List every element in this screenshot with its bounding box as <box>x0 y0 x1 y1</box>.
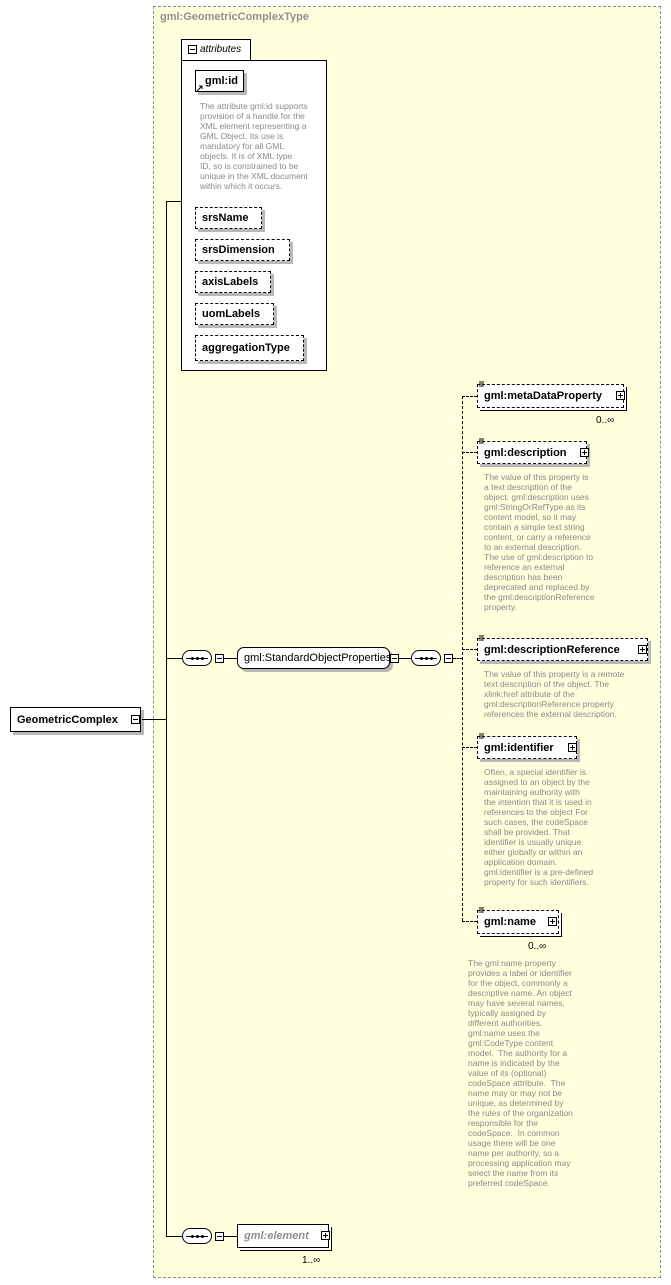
attribute-uomlabels[interactable]: uomLabels <box>195 303 274 325</box>
element-name[interactable]: gml:name <box>477 910 559 934</box>
attributes-collapse-icon[interactable] <box>188 45 197 54</box>
complex-type-title: gml:GeometricComplexType <box>160 11 309 23</box>
expand-icon[interactable] <box>580 448 589 457</box>
sequence-collapse-icon[interactable] <box>215 654 224 663</box>
connector-line <box>224 658 238 659</box>
occurrence-label: 0..∞ <box>528 941 547 952</box>
attribute-label: srsName <box>202 212 249 224</box>
attribute-label: axisLabels <box>202 276 259 288</box>
element-label: gml:element <box>244 1230 309 1242</box>
attribute-aggregationtype[interactable]: aggregationType <box>195 335 304 361</box>
attribute-label: gml:id <box>205 75 238 87</box>
attributes-tab-label: attributes <box>200 44 242 55</box>
connector-line <box>462 747 477 748</box>
expand-icon[interactable] <box>616 391 625 400</box>
group-standard-object-properties[interactable]: gml:StandardObjectProperties <box>237 647 392 669</box>
group-collapse-icon[interactable] <box>390 654 399 663</box>
sequence-compositor-icon <box>182 1228 212 1244</box>
sequence-compositor-icon <box>182 650 212 666</box>
element-descriptionreference[interactable]: gml:descriptionReference <box>477 638 648 661</box>
attribute-axislabels[interactable]: axisLabels <box>195 271 271 293</box>
attribute-label: uomLabels <box>202 308 261 320</box>
connector-line <box>462 921 477 922</box>
connector-line <box>462 452 477 453</box>
element-description-text: The gml:name property provides a label o… <box>468 958 573 1188</box>
attribute-label: srsDimension <box>202 244 275 256</box>
root-collapse-icon[interactable] <box>131 715 140 724</box>
sequence-collapse-icon[interactable] <box>444 654 453 663</box>
attribute-label: aggregationType <box>202 342 290 354</box>
element-marker-icon <box>479 635 484 641</box>
element-marker-icon <box>479 907 484 913</box>
expand-icon[interactable] <box>568 743 577 752</box>
group-label: gml:StandardObjectProperties <box>244 652 392 664</box>
element-metadataproperty[interactable]: gml:metaDataProperty <box>477 384 624 408</box>
attribute-srsdimension[interactable]: srsDimension <box>195 239 290 261</box>
element-label: gml:name <box>484 916 536 928</box>
element-marker-icon <box>479 381 484 387</box>
element-description-text: The value of this property is a text des… <box>484 472 595 612</box>
element-marker-icon <box>479 438 484 444</box>
connector-line <box>224 1236 237 1237</box>
expand-icon[interactable] <box>638 645 647 654</box>
element-description-text: Often, a special identifier is assigned … <box>484 767 594 887</box>
expand-icon[interactable] <box>548 917 557 926</box>
attribute-srsname[interactable]: srsName <box>195 207 262 229</box>
element-label: gml:descriptionReference <box>484 643 620 656</box>
occurrence-label: 0..∞ <box>596 415 615 426</box>
element-label: gml:metaDataProperty <box>484 390 602 402</box>
connector-line <box>462 649 477 650</box>
reference-arrow-icon <box>196 85 203 92</box>
connector-line <box>462 396 463 921</box>
connector-line <box>166 1236 182 1237</box>
connector-line <box>166 201 182 202</box>
element-description[interactable]: gml:description <box>477 441 587 464</box>
connector-line <box>166 658 182 659</box>
connector-line <box>142 719 167 720</box>
attribute-description: The attribute gml:id supports provision … <box>200 101 308 191</box>
root-element-label: GeometricComplex <box>17 713 118 726</box>
attributes-tab <box>181 39 251 61</box>
expand-icon[interactable] <box>321 1231 330 1240</box>
sequence-compositor-icon <box>411 650 441 666</box>
connector-line <box>462 396 477 397</box>
attribute-gml-id[interactable]: gml:id <box>195 70 244 92</box>
element-label: gml:identifier <box>484 741 554 754</box>
connector-line <box>166 201 167 1237</box>
root-element-box[interactable]: GeometricComplex <box>10 707 141 732</box>
element-marker-icon <box>479 733 484 739</box>
element-identifier[interactable]: gml:identifier <box>477 736 577 759</box>
element-gml-element[interactable]: gml:element <box>237 1224 329 1248</box>
element-description-text: The value of this property is a remote t… <box>484 669 625 719</box>
sequence-collapse-icon[interactable] <box>215 1232 224 1241</box>
connector-line <box>453 658 463 659</box>
connector-line <box>399 658 411 659</box>
occurrence-label: 1..∞ <box>302 1255 321 1266</box>
element-label: gml:description <box>484 446 567 459</box>
